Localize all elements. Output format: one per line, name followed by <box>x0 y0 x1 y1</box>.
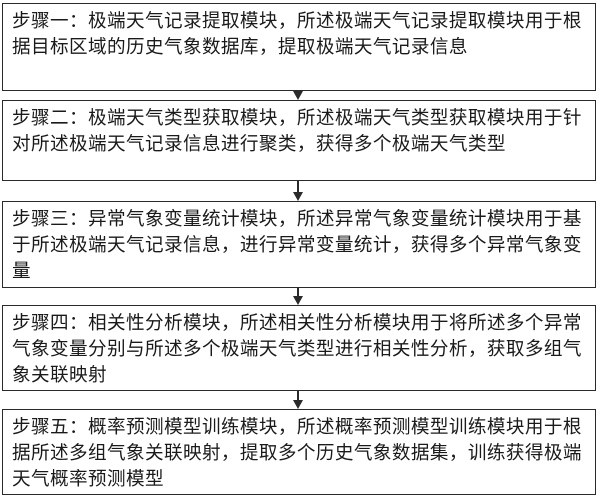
arrow-down-icon <box>293 192 303 201</box>
step-3-text: 异常气象变量统计模块，所述异常气象变量统计模块用于基于所述极端天气记录信息，进行… <box>12 209 582 282</box>
step-2-label: 步骤二： <box>12 108 88 129</box>
step-1-text: 极端天气记录提取模块，所述极端天气记录提取模块用于根据目标区域的历史气象数据库，… <box>12 11 582 58</box>
step-5-label: 步骤五： <box>12 417 88 438</box>
arrow-down-icon <box>293 296 303 305</box>
step-5-box: 步骤五：概率预测模型训练模块，所述概率预测模型训练模块用于根据所述多组气象关联映… <box>2 409 596 495</box>
arrow-down-icon <box>293 91 303 100</box>
step-2-text: 极端天气类型获取模块，所述极端天气类型获取模块用于针对所述极端天气记录信息进行聚… <box>12 108 582 155</box>
step-4-label: 步骤四： <box>12 313 88 334</box>
step-3-label: 步骤三： <box>12 209 88 230</box>
step-1-label: 步骤一： <box>12 11 88 32</box>
step-1-box: 步骤一：极端天气记录提取模块，所述极端天气记录提取模块用于根据目标区域的历史气象… <box>2 3 596 91</box>
step-2-box: 步骤二：极端天气类型获取模块，所述极端天气类型获取模块用于针对所述极端天气记录信… <box>2 100 596 181</box>
step-3-box: 步骤三：异常气象变量统计模块，所述异常气象变量统计模块用于基于所述极端天气记录信… <box>2 201 596 288</box>
step-4-text: 相关性分析模块，所述相关性分析模块用于将所述多个异常气象变量分别与所述多个极端天… <box>12 313 582 386</box>
step-4-box: 步骤四：相关性分析模块，所述相关性分析模块用于将所述多个异常气象变量分别与所述多… <box>2 305 596 391</box>
arrow-down-icon <box>293 400 303 409</box>
step-5-text: 概率预测模型训练模块，所述概率预测模型训练模块用于根据所述多组气象关联映射，提取… <box>12 417 582 490</box>
